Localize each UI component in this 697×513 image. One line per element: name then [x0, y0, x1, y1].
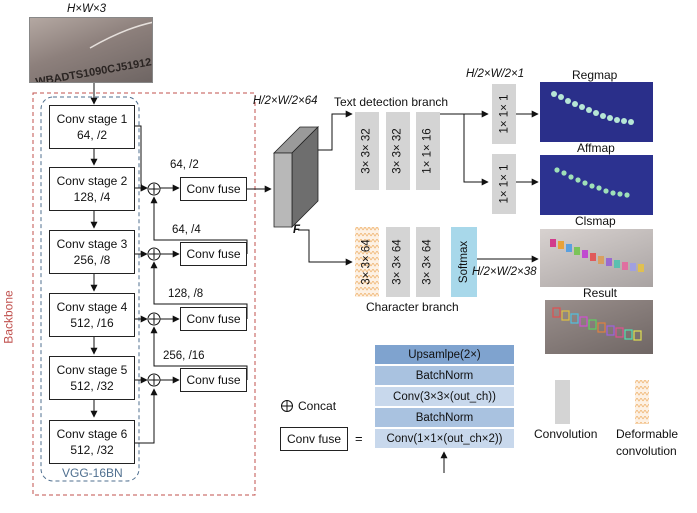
- stage-params: 512, /16: [70, 316, 114, 330]
- stage-name: Conv stage 6: [56, 426, 128, 441]
- stage-name: Conv stage 4: [56, 299, 128, 314]
- feature-map-block: [273, 126, 319, 228]
- vgg-label: VGG-16BN: [62, 466, 123, 480]
- char-out-dims-label: H/2×W/2×38: [472, 266, 537, 278]
- concat-icon: [147, 373, 161, 387]
- stage-name: Conv stage 3: [56, 236, 128, 251]
- layer-label: 1× 1× 1: [498, 94, 511, 134]
- conv-layer: 3× 3× 64: [386, 227, 410, 297]
- equals-sign: =: [355, 431, 363, 446]
- clsmap-spots: [550, 239, 644, 272]
- edge-label: 128, /8: [168, 288, 204, 300]
- conv-fuse-3: Conv fuse: [180, 307, 247, 331]
- input-dims-label: H×W×3: [67, 3, 106, 15]
- conv-stage-4: Conv stage 4 512, /16: [49, 293, 135, 337]
- stage-params: 512, /32: [70, 443, 114, 457]
- edge-label: 64, /4: [172, 224, 201, 236]
- stage-name: Conv stage 5: [56, 362, 128, 377]
- affmap-spots: [554, 167, 630, 198]
- concat-legend-icon: [281, 400, 293, 412]
- fuse-layer-batchnorm-1: BatchNorm: [375, 366, 514, 386]
- concat-icon: [147, 247, 161, 261]
- layer-label: 3× 3× 64: [392, 239, 404, 285]
- text-branch-title: Text detection branch: [334, 95, 449, 109]
- conv-stage-1: Conv stage 1 64, /2: [49, 105, 135, 149]
- vgg-frame: [40, 96, 140, 482]
- fuse-layer-conv3x3: Conv(3×3×(out_ch)): [375, 387, 514, 407]
- deformable-legend-line2: convolution: [616, 444, 677, 458]
- result-image: [545, 300, 653, 354]
- stage-params: 256, /8: [73, 253, 111, 267]
- layer-label: 1× 1× 16: [422, 128, 434, 174]
- regmap-spots: [551, 91, 634, 125]
- input-image: WBADTS1090CJ51912: [29, 17, 153, 83]
- conv-layer: 3× 3× 32: [386, 112, 410, 190]
- conv-stage-2: Conv stage 2 128, /4: [49, 167, 135, 211]
- convolution-legend-label: Convolution: [534, 427, 598, 441]
- plate-text: WBADTS1090CJ51912: [35, 56, 153, 83]
- concat-icon: [147, 182, 161, 196]
- fuse-layer-batchnorm-2: BatchNorm: [375, 408, 514, 428]
- concat-legend-label: Concat: [298, 399, 337, 413]
- head-dims-label: H/2×W/2×1: [466, 68, 525, 80]
- conv-layer: 3× 3× 64: [416, 227, 440, 297]
- backbone-frame: [32, 92, 256, 496]
- conv-stage-6: Conv stage 6 512, /32: [49, 420, 135, 464]
- fuse-layer-conv1x1: Conv(1×1×(out_ch×2)): [375, 429, 514, 449]
- softmax-layer: Softmax: [451, 227, 477, 297]
- layer-label: 1× 1× 1: [498, 164, 511, 204]
- deformable-legend-swatch: [635, 380, 649, 424]
- conv-layer: 3× 3× 32: [355, 112, 379, 190]
- backbone-label: Backbone: [1, 290, 16, 344]
- edge-label: 256, /16: [163, 350, 205, 362]
- deformable-conv-layer: [355, 227, 379, 297]
- clsmap-image: [540, 229, 653, 287]
- stage-params: 128, /4: [73, 190, 111, 204]
- conv-layer: 1× 1× 16: [416, 112, 440, 190]
- layer-label: 3× 3× 32: [361, 128, 373, 174]
- char-branch-title: Character branch: [366, 300, 459, 314]
- deformable-legend-line1: Deformable: [616, 427, 679, 441]
- feature-dims-label: H/2×W/2×64: [253, 95, 318, 107]
- stage-name: Conv stage 1: [56, 111, 128, 126]
- stage-params: 512, /32: [70, 379, 114, 393]
- affmap-head: 1× 1× 1: [492, 154, 516, 214]
- regmap-image: [540, 82, 653, 142]
- result-boxes: [552, 307, 642, 341]
- stage-name: Conv stage 2: [56, 173, 128, 188]
- stage-params: 64, /2: [76, 128, 108, 142]
- clsmap-label: Clsmap: [575, 214, 616, 228]
- conv-stage-5: Conv stage 5 512, /32: [49, 356, 135, 400]
- fuse-layer-upsample: Upsamlpe(2×): [375, 345, 514, 365]
- plate-photo: WBADTS1090CJ51912: [35, 21, 153, 83]
- conv-fuse-1: Conv fuse: [180, 177, 247, 201]
- conv-fuse-4: Conv fuse: [180, 368, 247, 392]
- layer-label: 3× 3× 64: [422, 239, 434, 285]
- edge-label: 64, /2: [170, 159, 199, 171]
- backbone-label-wrap: Backbone: [2, 280, 32, 360]
- regmap-head: 1× 1× 1: [492, 84, 516, 144]
- regmap-label: Regmap: [572, 68, 618, 82]
- affmap-image: [540, 155, 653, 215]
- result-label: Result: [583, 286, 618, 300]
- convolution-legend-swatch: [555, 380, 570, 424]
- conv-fuse-2: Conv fuse: [180, 242, 247, 266]
- concat-icon: [147, 312, 161, 326]
- affmap-label: Affmap: [577, 141, 615, 155]
- conv-stage-3: Conv stage 3 256, /8: [49, 230, 135, 274]
- deformable-conv-label-wrap: 3× 3× 64: [355, 227, 379, 297]
- feature-letter: F: [293, 224, 301, 236]
- layer-label: 3× 3× 64: [361, 239, 373, 285]
- layer-label: 3× 3× 32: [392, 128, 404, 174]
- softmax-label: Softmax: [458, 240, 470, 284]
- conv-fuse-legend-box: Conv fuse: [280, 427, 348, 451]
